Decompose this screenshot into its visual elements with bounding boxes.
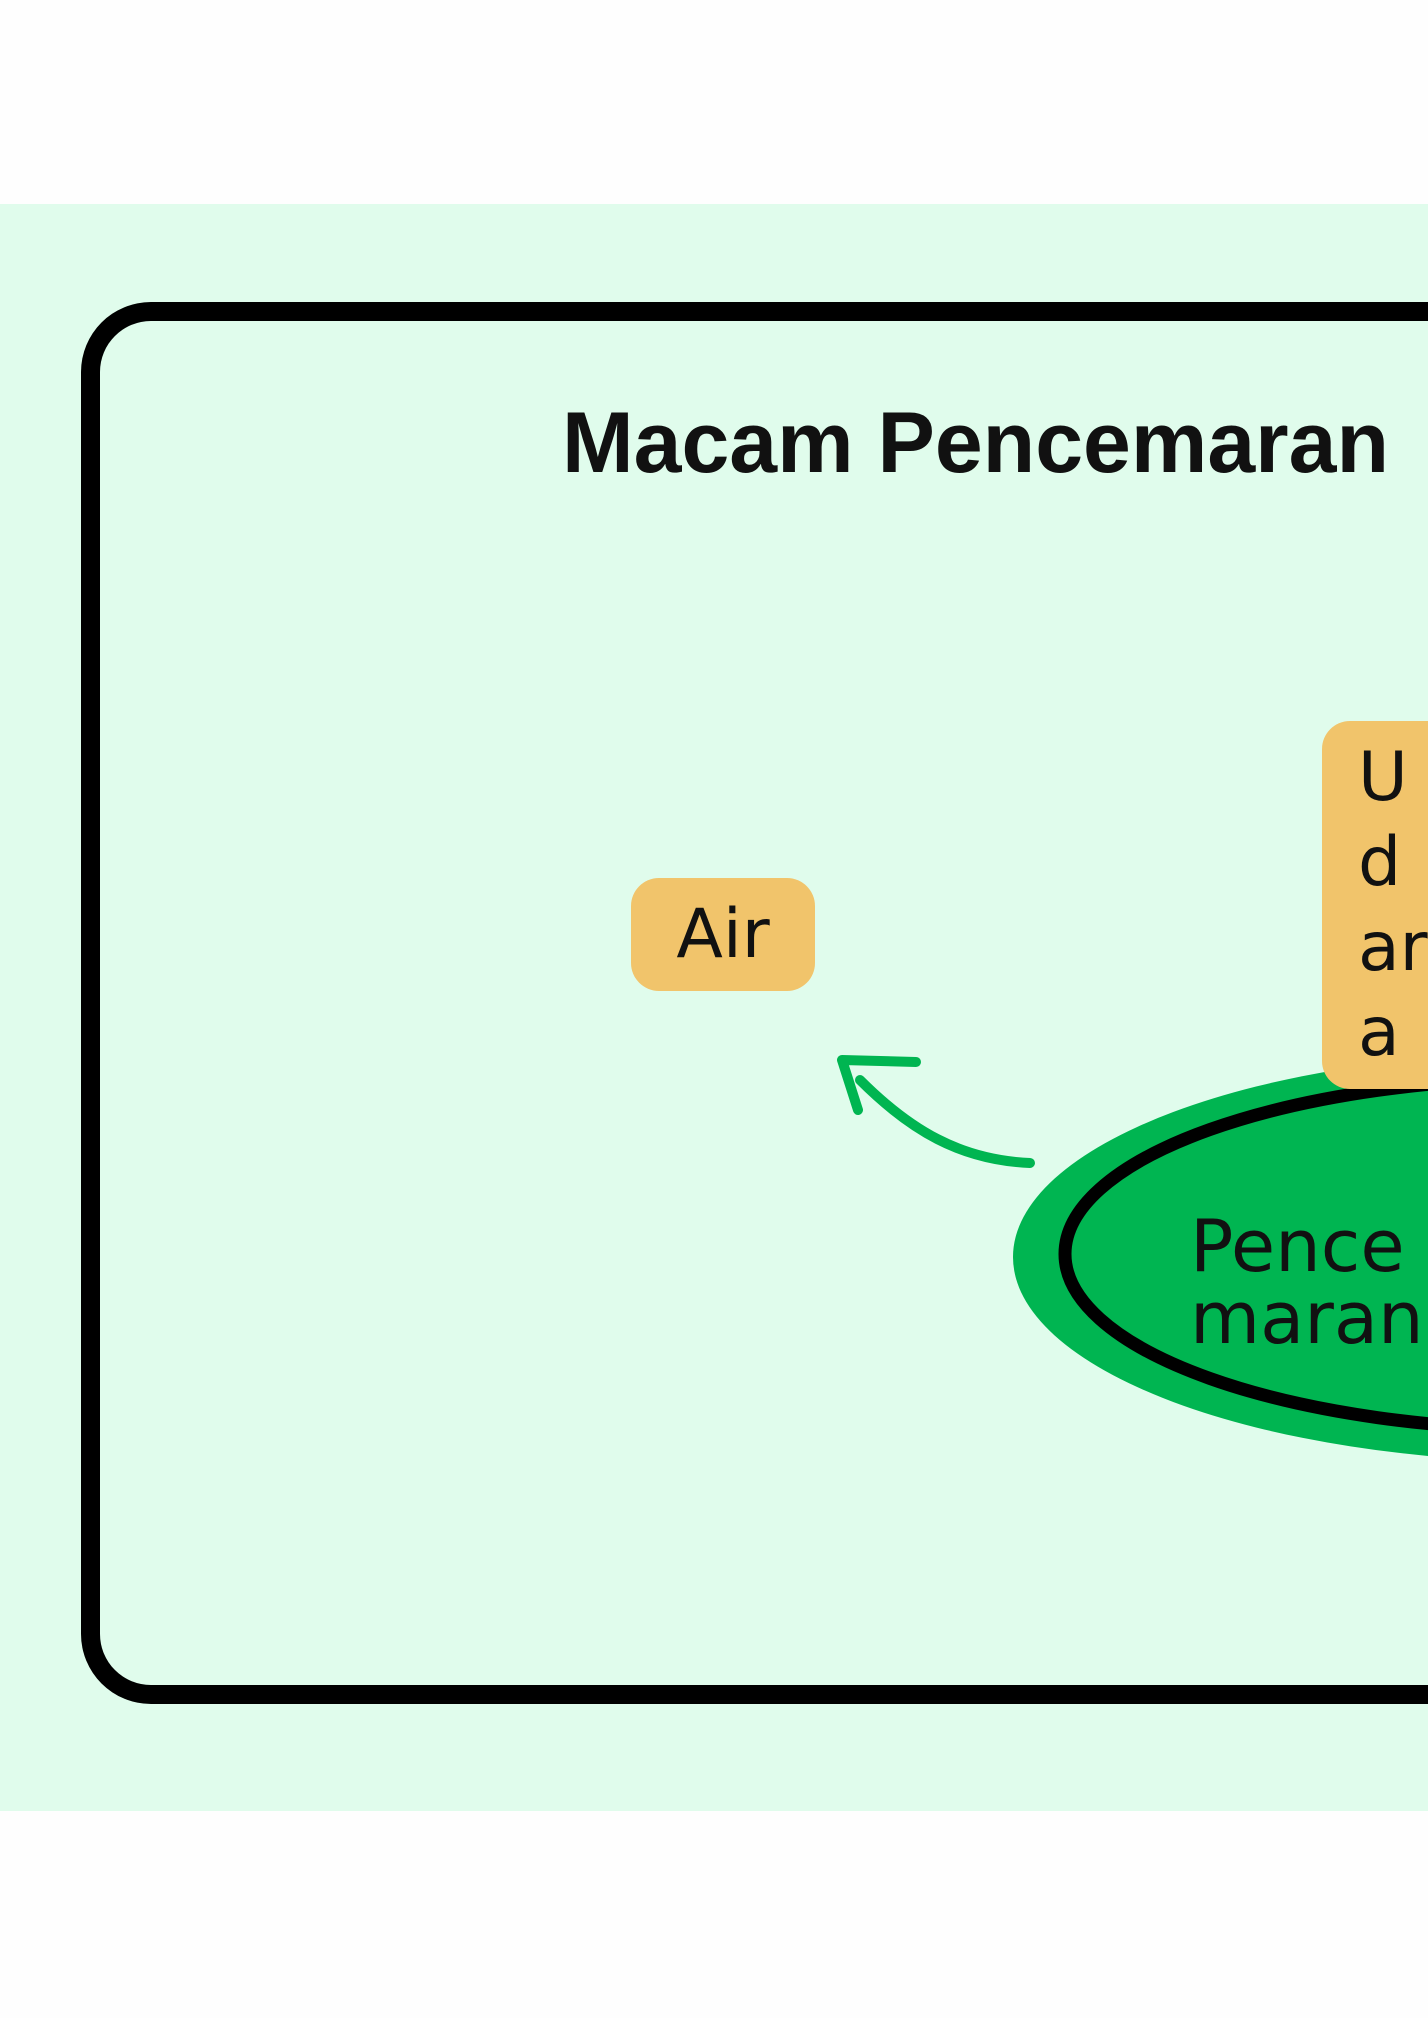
node-label: Udara xyxy=(1358,738,1428,1072)
arrow-to-air xyxy=(855,1075,1035,1168)
arrowhead-air xyxy=(837,1055,921,1115)
diagram-frame xyxy=(81,302,1428,1704)
background-band xyxy=(0,204,1428,1811)
center-node-label: Pencemaran xyxy=(1190,1204,1424,1360)
node-air: Air xyxy=(631,878,815,991)
node-label: Air xyxy=(676,895,770,974)
center-node-inner xyxy=(1058,1077,1428,1431)
diagram-title: Macam Pencemaran xyxy=(562,395,1389,491)
node-udara: Udara xyxy=(1322,721,1428,1089)
